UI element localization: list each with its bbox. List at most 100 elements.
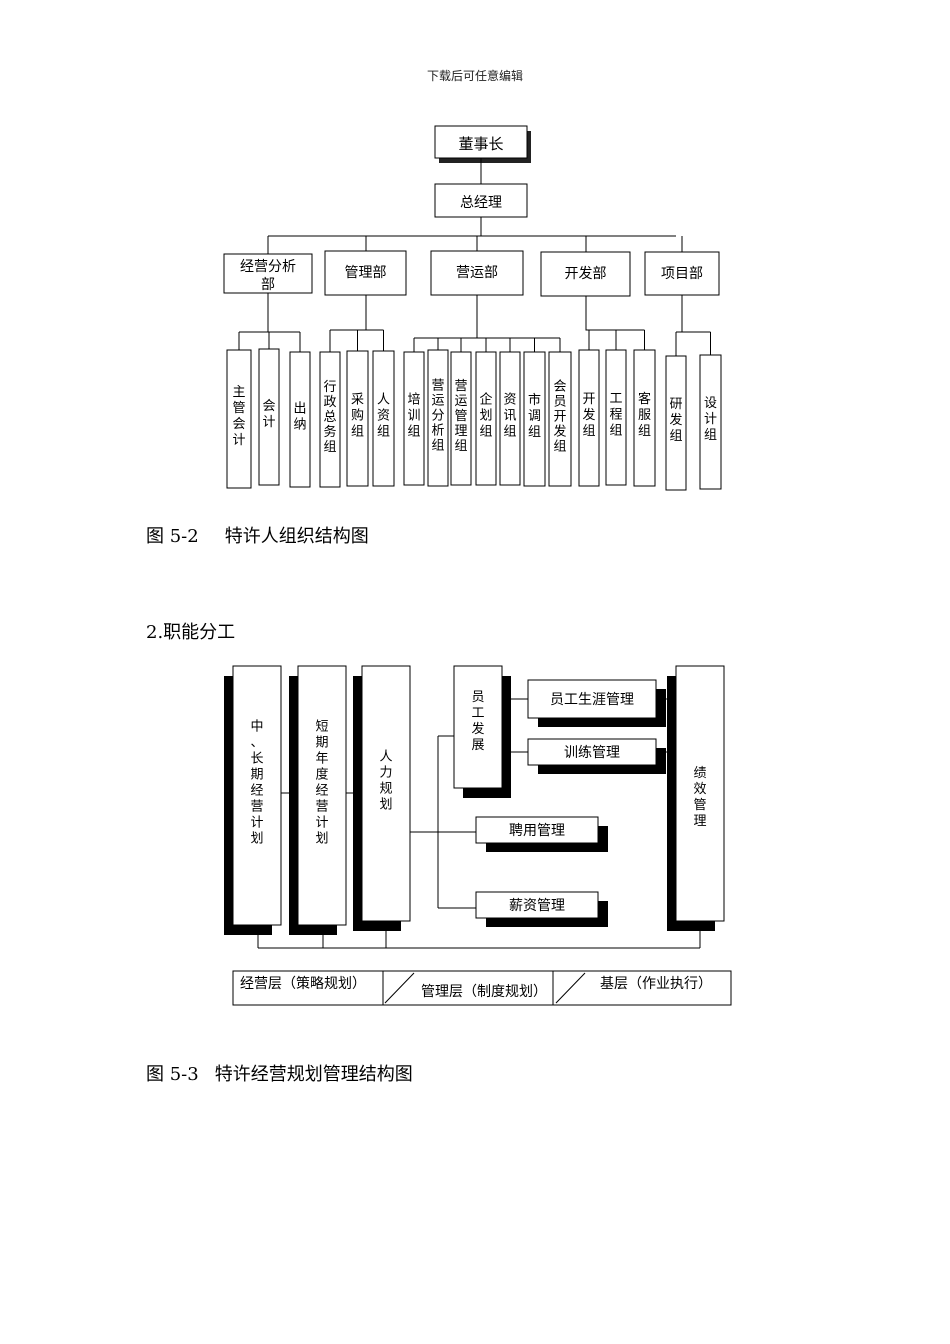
performance-box — [675, 665, 725, 922]
vertical-char: 计 — [262, 415, 275, 430]
vertical-char: 力 — [379, 766, 392, 781]
vertical-char: 人 — [377, 393, 390, 408]
group-box — [475, 351, 497, 486]
group-box — [548, 351, 572, 487]
vertical-char: 理 — [693, 814, 706, 829]
group-box — [605, 349, 627, 486]
vertical-char: 总 — [323, 410, 336, 425]
vertical-char: 绩 — [693, 766, 706, 781]
vertical-char: 企 — [479, 392, 492, 408]
department-box — [644, 251, 720, 296]
group-label: 研发组 — [669, 397, 682, 444]
vertical-char: 长 — [250, 752, 263, 767]
vertical-char: 划 — [315, 832, 328, 847]
sub-box-label: 聘用管理 — [509, 823, 565, 839]
vertical-char: 研 — [669, 397, 682, 412]
group-box — [633, 349, 656, 487]
vertical-char: 员 — [553, 395, 566, 410]
vertical-char: 运 — [454, 394, 467, 409]
group-box — [699, 354, 722, 490]
sub-box-label: 薪资管理 — [509, 898, 565, 914]
group-box — [499, 351, 521, 486]
vertical-char: 计 — [232, 433, 245, 448]
vertical-char: 展 — [471, 738, 484, 753]
vertical-char: 培 — [407, 392, 420, 408]
vertical-char: 组 — [669, 429, 682, 444]
vertical-char: 效 — [693, 782, 706, 797]
vertical-char: 购 — [351, 408, 364, 424]
sub-box-label: 训练管理 — [564, 745, 620, 761]
vertical-char: 计 — [704, 412, 717, 427]
vertical-char: 组 — [323, 440, 336, 455]
group-box — [523, 351, 546, 487]
vertical-char: 程 — [609, 408, 622, 423]
vertical-char: 组 — [638, 424, 651, 439]
vertical-char: 组 — [479, 425, 492, 440]
department-box — [324, 250, 407, 296]
vertical-char: 短 — [315, 720, 328, 735]
vertical-char: 会 — [553, 380, 566, 395]
figure2-caption-title: 特许经营规划管理结构图 — [214, 1064, 413, 1085]
group-box — [665, 355, 687, 491]
group-label: 客服组 — [638, 391, 651, 439]
vertical-char: 行 — [323, 380, 336, 395]
department-box — [540, 251, 631, 297]
layer-label: 经营层（策略规划） — [240, 975, 366, 992]
figure1-caption-number: 图 5-2 — [146, 526, 199, 547]
vertical-char: 市 — [528, 392, 541, 408]
group-box — [289, 351, 311, 488]
layer-label: 管理层（制度规划） — [421, 984, 547, 1000]
planning-column — [361, 665, 411, 922]
vertical-char: 开 — [582, 392, 595, 407]
vertical-char: 析 — [431, 424, 444, 439]
vertical-char: 出 — [293, 402, 306, 417]
sub-box-label: 员工生涯管理 — [550, 692, 634, 708]
layer-slash — [384, 972, 415, 1004]
vertical-char: 客 — [638, 391, 651, 407]
general-manager-label: 总经理 — [460, 195, 502, 211]
vertical-char: 规 — [379, 782, 392, 797]
department-box — [430, 250, 524, 296]
vertical-char: 组 — [407, 425, 420, 440]
sub-box — [527, 738, 657, 766]
vertical-char: 组 — [454, 439, 467, 454]
vertical-char: 经 — [250, 784, 263, 799]
vertical-char: 年 — [315, 752, 328, 767]
vertical-char: 计 — [315, 816, 328, 831]
planning-column — [232, 665, 282, 926]
vertical-char: 员 — [471, 690, 484, 705]
vertical-char: 组 — [609, 424, 622, 439]
group-box — [450, 351, 472, 486]
group-label: 培训组 — [407, 392, 420, 440]
vertical-char: 开 — [553, 410, 566, 425]
sub-box — [527, 679, 657, 719]
group-label: 企划组 — [479, 392, 492, 440]
vertical-char: 政 — [323, 395, 336, 410]
group-box — [319, 351, 341, 488]
header-note: 下载后可任意编辑 — [426, 69, 523, 83]
vertical-char: 务 — [323, 424, 336, 440]
vertical-char: 理 — [454, 424, 467, 439]
vertical-char: 讯 — [503, 409, 516, 424]
layer-slash — [555, 972, 586, 1004]
sub-box — [475, 891, 599, 919]
group-label: 资讯组 — [503, 393, 516, 440]
vertical-char: 计 — [250, 816, 263, 831]
department-label: 营运部 — [456, 265, 498, 281]
vertical-char: 划 — [250, 832, 263, 847]
group-label: 设计组 — [704, 396, 717, 443]
vertical-char: 管 — [232, 401, 245, 416]
layer-label: 基层（作业执行） — [600, 975, 712, 992]
